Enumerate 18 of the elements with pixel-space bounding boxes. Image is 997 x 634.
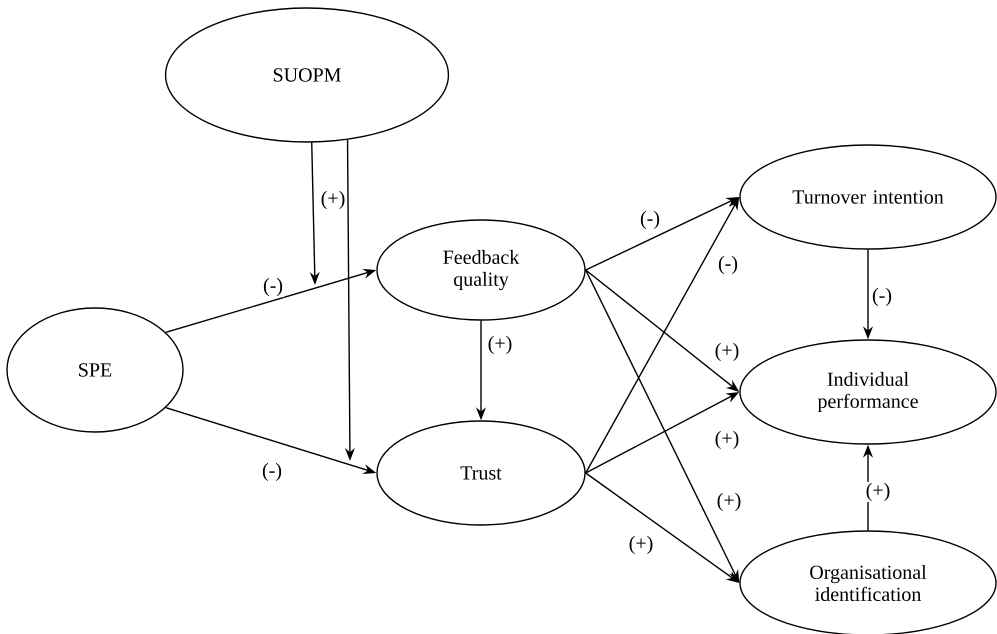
edge-label: (-) <box>639 210 661 230</box>
edge-label: (-) <box>717 254 739 276</box>
edge-label: (+) <box>486 334 514 356</box>
edge-label: (+) <box>714 430 740 450</box>
edge-label: (+) <box>864 482 892 502</box>
edge-label: (+) <box>716 492 742 512</box>
edge-label: (-) <box>262 276 284 298</box>
edge-label: (+) <box>320 190 346 210</box>
edge-label: (+) <box>628 534 654 556</box>
edge-label: (-) <box>871 286 893 308</box>
ellipse-node: Feedback quality <box>376 219 586 321</box>
ellipse-node: Trust <box>376 420 586 526</box>
ellipse-node: SPE <box>6 307 184 433</box>
ellipse-node: Individual performance <box>739 339 997 445</box>
edge-label: (+) <box>714 342 740 362</box>
ellipse-node: SUOPM <box>164 7 450 143</box>
edge-label: (-) <box>261 462 283 482</box>
ellipse-node: Turnover intention <box>739 144 997 250</box>
